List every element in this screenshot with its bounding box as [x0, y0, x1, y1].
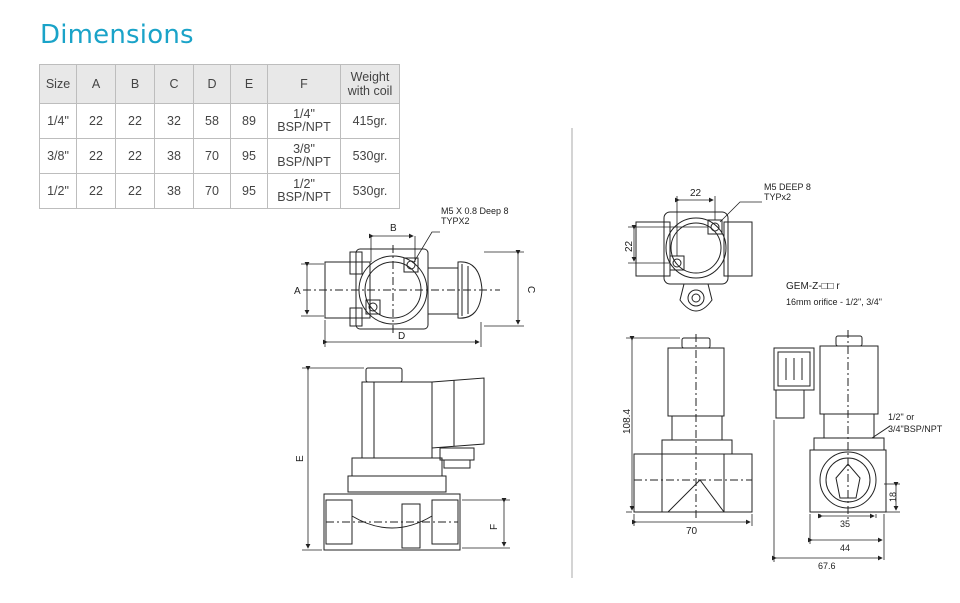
table-row: 1/2" 22 22 38 70 95 1/2"BSP/NPT 530gr. — [39, 173, 400, 209]
cell-weight: 530gr. — [340, 173, 400, 209]
note-thread-line-1: M5 X 0.8 Deep 8 — [441, 206, 509, 216]
weight-header-line-1: Weight — [350, 70, 390, 84]
dim-label-a: A — [294, 286, 301, 297]
page-title: Dimensions — [40, 20, 194, 50]
cell-size: 1/2" — [39, 173, 77, 209]
right-side-dimensions — [772, 420, 900, 562]
left-front-dimensions — [302, 366, 510, 551]
cell-a: 22 — [76, 173, 116, 209]
cell-e: 95 — [230, 173, 268, 209]
dim-top-22: 22 — [690, 188, 702, 199]
dim-label-c: C — [525, 286, 536, 293]
dim-18: 18 — [888, 492, 898, 502]
cell-f: 1/2"BSP/NPT — [267, 173, 341, 209]
left-top-dimensions — [301, 231, 524, 347]
dim-label-f: F — [489, 524, 500, 530]
col-header-e: E — [230, 64, 268, 104]
right-side-view — [773, 330, 891, 520]
cell-c: 38 — [154, 173, 194, 209]
port-note-line-2: 3/4"BSP/NPT — [888, 424, 943, 434]
cell-f-line-1: 1/4" — [293, 107, 315, 121]
col-header-c: C — [154, 64, 194, 104]
col-header-f: F — [267, 64, 341, 104]
cell-f-line-2: BSP/NPT — [277, 120, 331, 134]
model-code: GEM-Z-□□ r — [786, 281, 840, 292]
cell-size: 3/8" — [39, 138, 77, 174]
col-header-weight: Weight with coil — [340, 64, 400, 104]
cell-f: 1/4"BSP/NPT — [267, 103, 341, 139]
dim-side-22: 22 — [624, 240, 635, 252]
right-front-view — [633, 334, 753, 518]
col-header-size: Size — [39, 64, 77, 104]
col-header-a: A — [76, 64, 116, 104]
cell-f-line-1: 3/8" — [293, 142, 315, 156]
note-thread-line-2: TYPX2 — [441, 216, 470, 226]
cell-b: 22 — [115, 173, 155, 209]
right-top-dimensions — [628, 196, 762, 264]
cell-e: 89 — [230, 103, 268, 139]
cell-d: 70 — [193, 173, 231, 209]
cell-f-line-1: 1/2" — [293, 177, 315, 191]
cell-weight: 415gr. — [340, 103, 400, 139]
cell-f-line-2: BSP/NPT — [277, 190, 331, 204]
cell-c: 38 — [154, 138, 194, 174]
dim-height-108: 108.4 — [622, 409, 633, 434]
cell-weight: 530gr. — [340, 138, 400, 174]
dim-44: 44 — [840, 543, 850, 553]
note-deep-line-1: M5 DEEP 8 — [764, 182, 811, 192]
left-front-view — [323, 367, 485, 551]
weight-header-line-2: with coil — [347, 84, 393, 98]
cell-c: 32 — [154, 103, 194, 139]
cell-f: 3/8"BSP/NPT — [267, 138, 341, 174]
cell-a: 22 — [76, 138, 116, 174]
col-header-b: B — [115, 64, 155, 104]
left-top-view — [303, 245, 500, 336]
dim-label-e: E — [295, 455, 306, 462]
cell-b: 22 — [115, 138, 155, 174]
dim-35: 35 — [840, 519, 850, 529]
table-header-row: Size A B C D E F Weight with coil — [39, 64, 400, 104]
cell-f-line-2: BSP/NPT — [277, 155, 331, 169]
port-note-line-1: 1/2" or — [888, 412, 914, 422]
dim-width-70: 70 — [686, 526, 698, 537]
note-deep-line-2: TYPx2 — [764, 192, 791, 202]
dim-label-b: B — [390, 223, 397, 234]
cell-a: 22 — [76, 103, 116, 139]
orifice-note: 16mm orifice - 1/2", 3/4" — [786, 297, 882, 307]
dim-label-d: D — [398, 331, 405, 342]
right-front-dimensions — [626, 336, 753, 526]
dimensions-table: Size A B C D E F Weight with coil 1/4" 2… — [39, 64, 400, 209]
table-row: 3/8" 22 22 38 70 95 3/8"BSP/NPT 530gr. — [39, 138, 400, 174]
dim-67-6: 67.6 — [818, 561, 836, 571]
table-row: 1/4" 22 22 32 58 89 1/4"BSP/NPT 415gr. — [39, 103, 400, 139]
cell-b: 22 — [115, 103, 155, 139]
